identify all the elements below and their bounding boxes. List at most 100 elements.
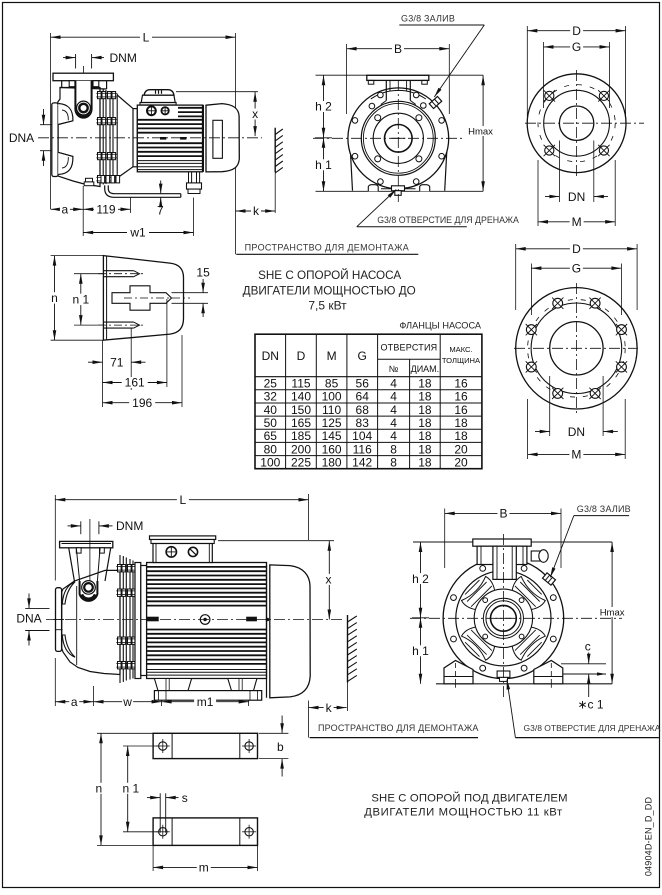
svg-text:18: 18 [418, 377, 432, 391]
svg-text:B: B [394, 42, 402, 56]
svg-text:4: 4 [390, 390, 397, 404]
svg-text:8: 8 [390, 455, 397, 469]
svg-text:15: 15 [196, 266, 210, 280]
svg-text:180: 180 [322, 455, 342, 469]
svg-text:DN: DN [568, 425, 585, 439]
svg-text:150: 150 [291, 403, 311, 417]
svg-text:h 1: h 1 [315, 158, 332, 172]
svg-text:n 1: n 1 [123, 782, 140, 796]
svg-text:140: 140 [291, 390, 311, 404]
svg-text:D: D [572, 242, 581, 256]
svg-text:D: D [297, 349, 306, 363]
svg-text:68: 68 [356, 403, 370, 417]
svg-text:ДВИГАТЕЛИ МОЩНОСТЬЮ ДО: ДВИГАТЕЛИ МОЩНОСТЬЮ ДО [243, 285, 416, 298]
svg-text:L: L [143, 30, 150, 44]
svg-text:8: 8 [390, 442, 397, 456]
svg-text:4: 4 [390, 429, 397, 443]
svg-text:D: D [572, 24, 581, 38]
svg-text:n: n [96, 782, 103, 796]
svg-text:125: 125 [322, 416, 342, 430]
svg-text:ФЛАНЦЫ НАСОСА: ФЛАНЦЫ НАСОСА [399, 321, 482, 331]
svg-text:110: 110 [322, 403, 341, 417]
svg-text:ТОЛЩИНА: ТОЛЩИНА [442, 356, 481, 365]
svg-text:56: 56 [356, 377, 370, 391]
svg-text:G3/8 ЗАЛИВ: G3/8 ЗАЛИВ [401, 14, 455, 24]
svg-text:ДВИГАТЕЛИ МОЩНОСТЬЮ 11 кВт: ДВИГАТЕЛИ МОЩНОСТЬЮ 11 кВт [364, 807, 563, 819]
svg-text:16: 16 [454, 390, 468, 404]
svg-text:18: 18 [418, 416, 432, 430]
svg-text:ДИАМ.: ДИАМ. [411, 364, 440, 374]
svg-text:20: 20 [454, 455, 468, 469]
svg-text:m: m [199, 861, 209, 875]
svg-text:160: 160 [322, 442, 342, 456]
svg-text:SHE С ОПОРОЙ ПОД ДВИГАТЕЛЕМ: SHE С ОПОРОЙ ПОД ДВИГАТЕЛЕМ [371, 792, 567, 805]
svg-text:200: 200 [291, 442, 311, 456]
svg-text:DNA: DNA [16, 612, 41, 626]
svg-text:b: b [277, 740, 284, 754]
svg-text:18: 18 [418, 455, 432, 469]
svg-text:32: 32 [264, 390, 278, 404]
svg-text:DN: DN [568, 190, 585, 204]
svg-text:18: 18 [418, 429, 432, 443]
svg-text:c: c [585, 640, 591, 654]
svg-text:G: G [572, 261, 581, 275]
svg-text:115: 115 [291, 377, 310, 391]
svg-text:G3/8 ЗАЛИВ: G3/8 ЗАЛИВ [577, 504, 631, 514]
svg-text:№: № [389, 364, 399, 374]
svg-text:G: G [358, 349, 367, 363]
svg-text:DNA: DNA [9, 131, 34, 145]
svg-text:ПРОСТРАНСТВО ДЛЯ ДЕМОНТАЖА: ПРОСТРАНСТВО ДЛЯ ДЕМОНТАЖА [245, 242, 410, 252]
svg-text:k: k [326, 701, 333, 715]
svg-text:18: 18 [418, 403, 432, 417]
svg-text:85: 85 [325, 377, 339, 391]
svg-text:40: 40 [264, 403, 278, 417]
svg-text:ОТВЕРСТИЯ: ОТВЕРСТИЯ [380, 343, 437, 353]
svg-text:65: 65 [264, 429, 278, 443]
svg-text:DNM: DNM [116, 519, 143, 533]
svg-text:DNM: DNM [110, 51, 137, 65]
svg-text:4: 4 [390, 403, 397, 417]
svg-text:16: 16 [454, 403, 468, 417]
svg-text:G3/8 ОТВЕРСТИЕ ДЛЯ ДРЕНАЖА: G3/8 ОТВЕРСТИЕ ДЛЯ ДРЕНАЖА [377, 215, 519, 225]
svg-text:104: 104 [352, 429, 372, 443]
svg-text:25: 25 [264, 377, 278, 391]
svg-text:n 1: n 1 [72, 293, 89, 307]
svg-text:M: M [571, 448, 581, 462]
svg-text:18: 18 [418, 442, 432, 456]
svg-text:196: 196 [132, 396, 152, 410]
svg-text:100: 100 [260, 455, 280, 469]
svg-text:16: 16 [454, 377, 468, 391]
svg-text:h 2: h 2 [315, 100, 332, 114]
svg-text:МАКС.: МАКС. [449, 345, 472, 354]
svg-text:64: 64 [356, 390, 370, 404]
svg-text:185: 185 [291, 429, 311, 443]
svg-text:ПРОСТРАНСТВО ДЛЯ ДЕМОНТАЖА: ПРОСТРАНСТВО ДЛЯ ДЕМОНТАЖА [318, 723, 479, 733]
svg-text:145: 145 [322, 429, 342, 443]
svg-text:50: 50 [264, 416, 278, 430]
svg-text:100: 100 [322, 390, 342, 404]
svg-text:G3/8 ОТВЕРСТИЕ ДЛЯ ДРЕНАЖА: G3/8 ОТВЕРСТИЕ ДЛЯ ДРЕНАЖА [524, 723, 661, 733]
svg-text:SHE С ОПОРОЙ НАСОСА: SHE С ОПОРОЙ НАСОСА [258, 269, 401, 282]
svg-text:h 1: h 1 [412, 644, 429, 658]
svg-text:71: 71 [110, 355, 124, 369]
svg-text:4: 4 [390, 377, 397, 391]
svg-text:7: 7 [157, 204, 164, 218]
svg-text:n: n [51, 291, 58, 305]
svg-text:x: x [252, 107, 258, 121]
svg-text:18: 18 [418, 390, 432, 404]
svg-text:x: x [326, 573, 332, 587]
svg-text:Hmax: Hmax [468, 126, 493, 137]
svg-text:w: w [122, 695, 132, 709]
svg-text:a: a [71, 695, 78, 709]
svg-text:m1: m1 [197, 695, 214, 709]
svg-text:w1: w1 [129, 226, 146, 240]
svg-text:83: 83 [356, 416, 370, 430]
svg-text:116: 116 [353, 442, 372, 456]
svg-text:4: 4 [390, 416, 397, 430]
svg-text:h 2: h 2 [412, 572, 429, 586]
svg-text:165: 165 [291, 416, 311, 430]
svg-text:L: L [180, 493, 187, 507]
svg-text:s: s [182, 791, 188, 805]
svg-text:a: a [62, 203, 69, 217]
svg-text:B: B [499, 507, 507, 521]
